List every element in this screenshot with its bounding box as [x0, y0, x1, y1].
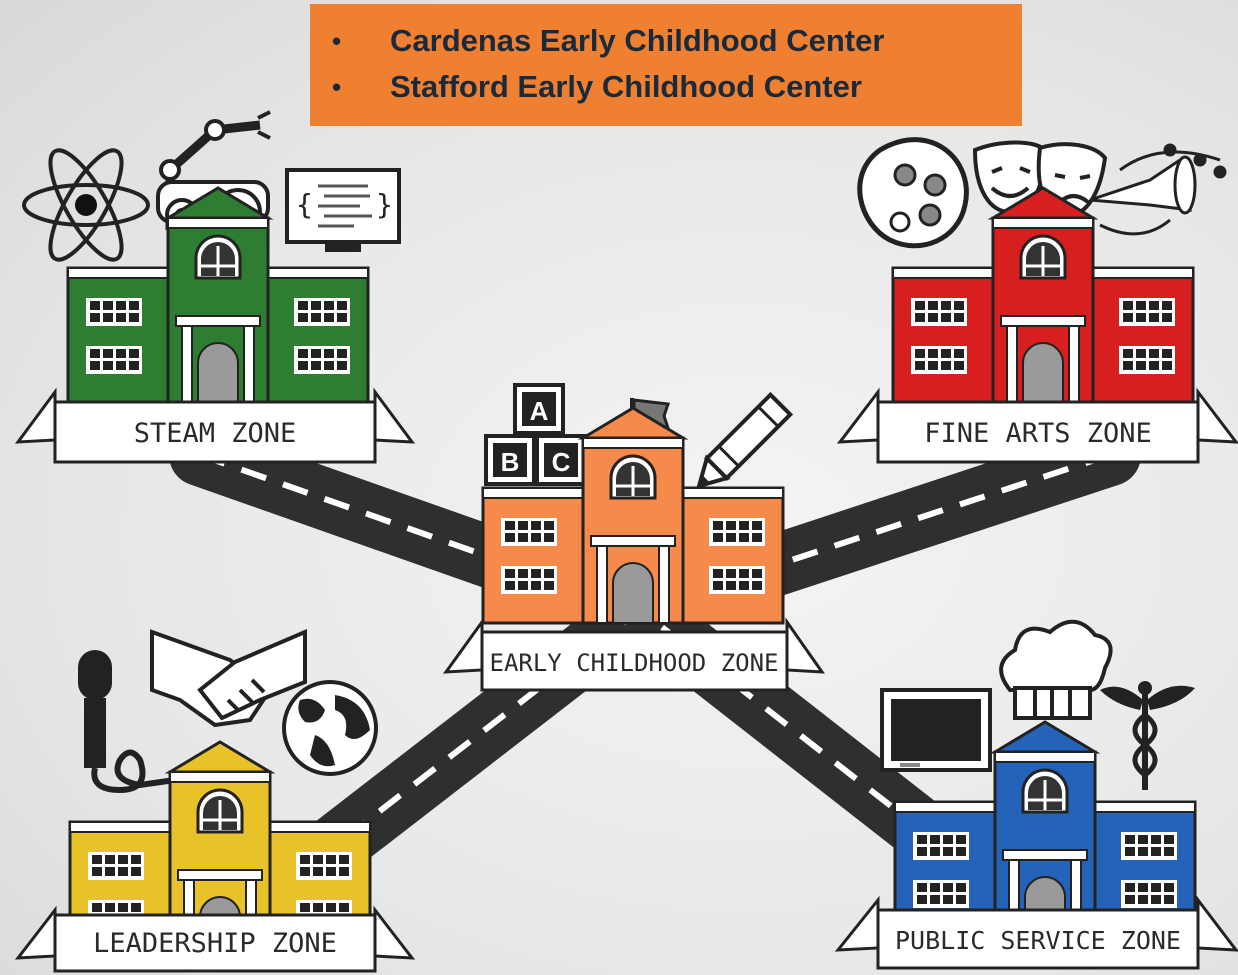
svg-text:}: } [376, 188, 393, 221]
steam-zone: { } STEAM ZONE [14, 110, 416, 464]
school-name: Stafford Early Childhood Center [390, 69, 862, 104]
paint-palette-icon [857, 137, 969, 249]
fine-arts-zone-ribbon: FINE ARTS ZONE [836, 387, 1238, 464]
early-childhood-zone: A B C EARLY CHILDHOOD ZONE [442, 383, 826, 692]
fine-arts-zone-label: FINE ARTS ZONE [924, 418, 1152, 449]
school-list-item: • Stafford Early Childhood Center [332, 64, 1022, 110]
leadership-zone-ribbon: LEADERSHIP ZONE [14, 905, 416, 973]
trumpet-music-icon [1089, 143, 1227, 236]
caduceus-icon [1100, 681, 1195, 790]
leadership-zone: LEADERSHIP ZONE [14, 628, 416, 973]
handshake-icon [150, 628, 307, 728]
chalkboard-icon [880, 688, 992, 772]
steam-zone-label: STEAM ZONE [134, 418, 297, 449]
computer-code-icon: { } [285, 168, 401, 252]
school-list-item: • Cardenas Early Childhood Center [332, 18, 1022, 64]
block-c-label: C [552, 447, 571, 477]
steam-zone-ribbon: STEAM ZONE [14, 387, 416, 464]
microphone-icon [78, 650, 176, 794]
school-name: Cardenas Early Childhood Center [390, 23, 885, 58]
block-a-label: A [530, 396, 549, 426]
public-service-zone-label: PUBLIC SERVICE ZONE [895, 926, 1181, 955]
block-b-label: B [501, 447, 520, 477]
globe-icon [282, 680, 378, 776]
leadership-zone-label: LEADERSHIP ZONE [93, 928, 337, 959]
bullet-icon: • [332, 71, 342, 102]
abc-blocks-icon: A B C [484, 383, 587, 486]
early-childhood-zone-ribbon: EARLY CHILDHOOD ZONE [442, 617, 826, 692]
crayon-icon [696, 391, 794, 489]
fine-arts-zone: FINE ARTS ZONE [836, 137, 1238, 464]
early-childhood-zone-label: EARLY CHILDHOOD ZONE [490, 649, 779, 677]
atom-icon [22, 148, 150, 262]
bullet-icon: • [332, 25, 342, 56]
svg-text:{: { [296, 188, 313, 221]
public-service-zone: PUBLIC SERVICE ZONE [834, 619, 1238, 970]
public-service-zone-ribbon: PUBLIC SERVICE ZONE [834, 895, 1238, 970]
school-list-banner: • Cardenas Early Childhood Center • Staf… [310, 4, 1022, 126]
chef-hat-icon [999, 619, 1113, 720]
